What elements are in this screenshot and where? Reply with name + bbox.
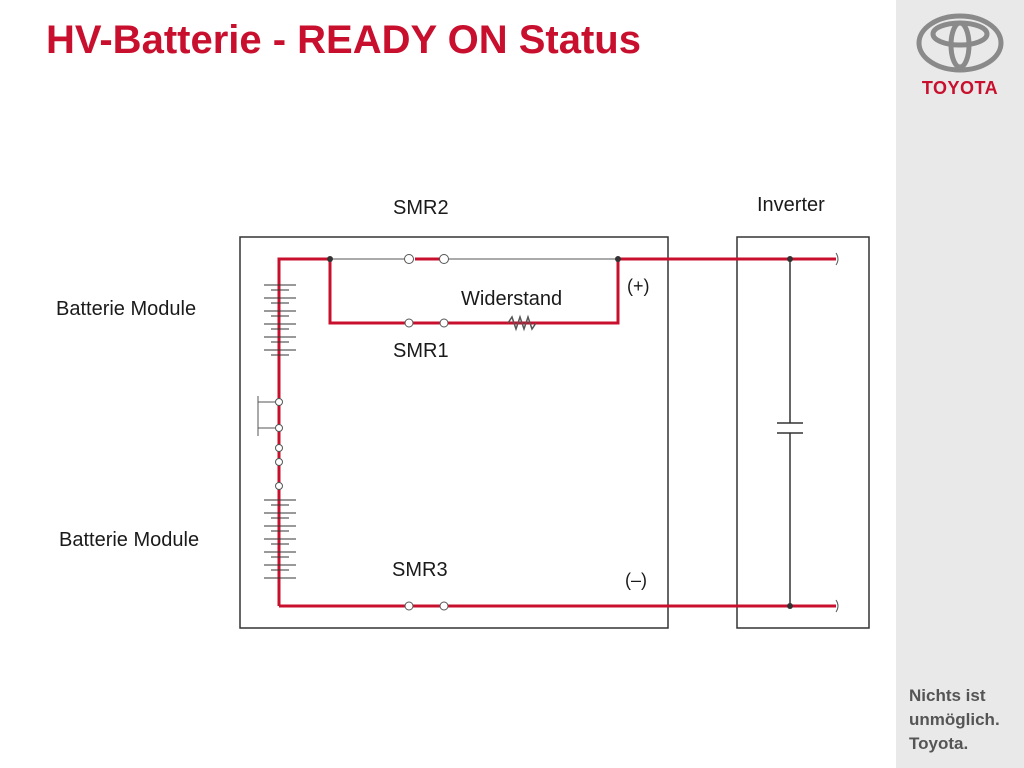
battery-cells-bottom-icon xyxy=(264,499,296,579)
smr1-label: SMR1 xyxy=(393,340,449,362)
inverter-label: Inverter xyxy=(757,194,825,216)
slide-title: HV-Batterie - READY ON Status xyxy=(46,18,641,62)
battery-module-top-label: Batterie Module xyxy=(56,298,197,320)
battery-housing xyxy=(239,236,669,629)
smr3-label: SMR3 xyxy=(392,559,448,581)
smr2-contacts-icon xyxy=(404,254,449,264)
inverter-housing xyxy=(736,236,870,629)
battery-module-bottom-label: Batterie Module xyxy=(59,529,200,551)
service-plug-icon xyxy=(275,398,283,490)
circuit-diagram xyxy=(239,236,870,629)
smr1-contacts-icon xyxy=(404,318,449,328)
smr2-label: SMR2 xyxy=(393,197,449,219)
capacitor-icon xyxy=(777,259,803,606)
resistor-label: Widerstand xyxy=(461,288,563,310)
slogan-line-2: unmöglich. xyxy=(909,710,1000,729)
slogan: Nichts ist unmöglich. Toyota. xyxy=(909,684,1019,756)
slogan-line-1: Nichts ist xyxy=(909,686,986,705)
inactive-wiring xyxy=(257,258,618,436)
active-current-path xyxy=(277,257,836,608)
slogan-line-3: Toyota. xyxy=(909,734,969,753)
brand-name: TOYOTA xyxy=(921,78,999,98)
battery-cells-top-icon xyxy=(264,284,296,356)
minus-terminal-label: (–) xyxy=(625,570,647,590)
smr3-contacts-icon xyxy=(404,601,449,611)
brand-sidebar xyxy=(896,0,1024,768)
terminal-break-icon xyxy=(835,252,839,613)
plus-terminal-label: (+) xyxy=(627,276,650,296)
toyota-logo-icon xyxy=(916,13,1004,73)
resistor-icon xyxy=(507,314,537,332)
